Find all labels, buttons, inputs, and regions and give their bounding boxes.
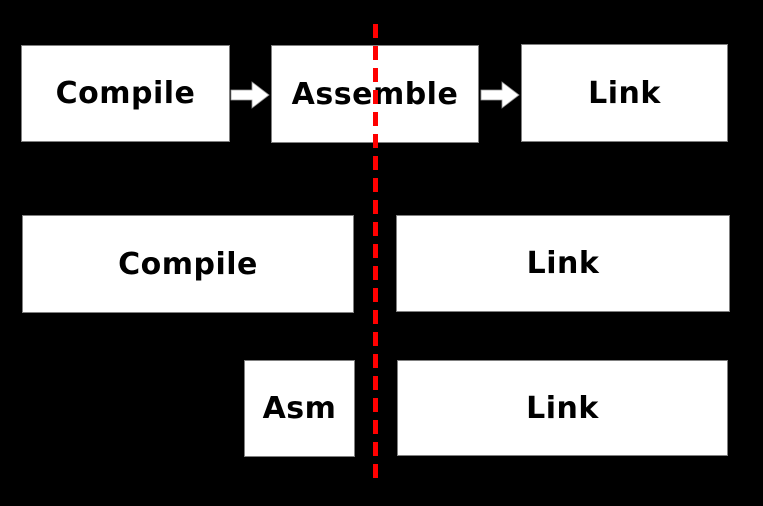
asm-phase-box: Asm [244, 360, 355, 457]
link-stage-box: Link [521, 44, 728, 142]
link-phase-label: Link [526, 246, 600, 281]
red-dashed-divider-line [373, 24, 378, 478]
compile-phase-label: Compile [118, 246, 258, 282]
asm-phase-label: Asm [262, 391, 337, 426]
compile-stage-label: Compile [55, 76, 196, 111]
link-phase-label-2: Link [526, 390, 599, 426]
compile-stage-box: Compile [21, 45, 230, 142]
link-stage-label: Link [588, 75, 661, 111]
right-arrow-icon [230, 81, 270, 109]
link-phase-box: Link [396, 215, 730, 312]
compile-phase-box: Compile [22, 215, 354, 313]
right-arrow-icon [480, 81, 520, 109]
link-phase-box-2: Link [397, 360, 728, 456]
